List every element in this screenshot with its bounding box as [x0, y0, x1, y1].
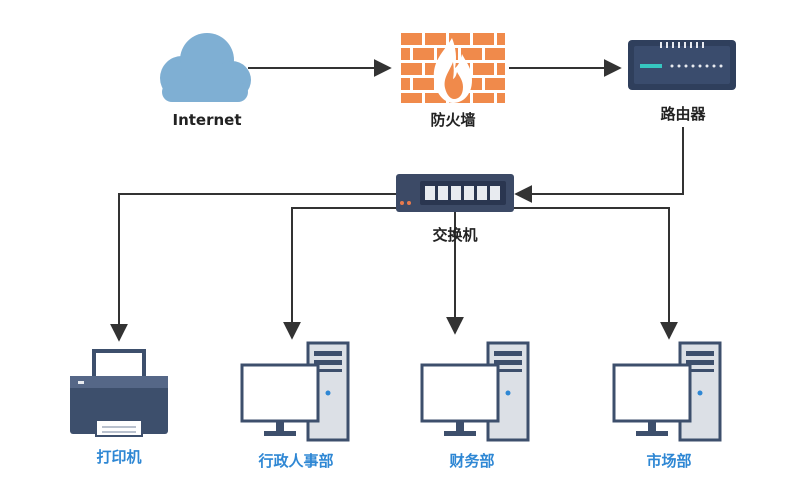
switch-icon — [396, 174, 514, 212]
firewall-label: 防火墙 — [430, 111, 475, 129]
marketing-label: 市场部 — [646, 452, 691, 470]
firewall-icon — [401, 33, 505, 103]
edges — [110, 59, 684, 342]
desktop-computer-icon — [612, 341, 722, 442]
node-marketing: 市场部 — [612, 341, 722, 470]
printer-label: 打印机 — [96, 448, 141, 466]
router-icon — [628, 40, 736, 90]
edge-switch-marketing — [504, 207, 678, 340]
node-firewall: 防火墙 — [401, 33, 505, 129]
edge-switch-hr-admin — [283, 207, 404, 340]
switch-label: 交换机 — [432, 226, 477, 244]
edge-switch-printer — [110, 193, 396, 342]
node-printer: 打印机 — [70, 349, 168, 466]
node-finance: 财务部 — [420, 341, 530, 470]
finance-label: 财务部 — [449, 452, 494, 470]
router-label: 路由器 — [660, 105, 706, 123]
node-internet: Internet — [160, 33, 251, 129]
node-switch: 交换机 — [396, 174, 514, 244]
edge-router-switch — [514, 127, 684, 203]
internet-label: Internet — [172, 111, 241, 129]
desktop-computer-icon — [240, 341, 350, 442]
hr-admin-label: 行政人事部 — [257, 452, 333, 470]
node-hr-admin: 行政人事部 — [240, 341, 350, 470]
printer-icon — [70, 349, 168, 437]
node-router: 路由器 — [628, 40, 736, 123]
desktop-computer-icon — [420, 341, 530, 442]
cloud-icon — [160, 33, 251, 102]
